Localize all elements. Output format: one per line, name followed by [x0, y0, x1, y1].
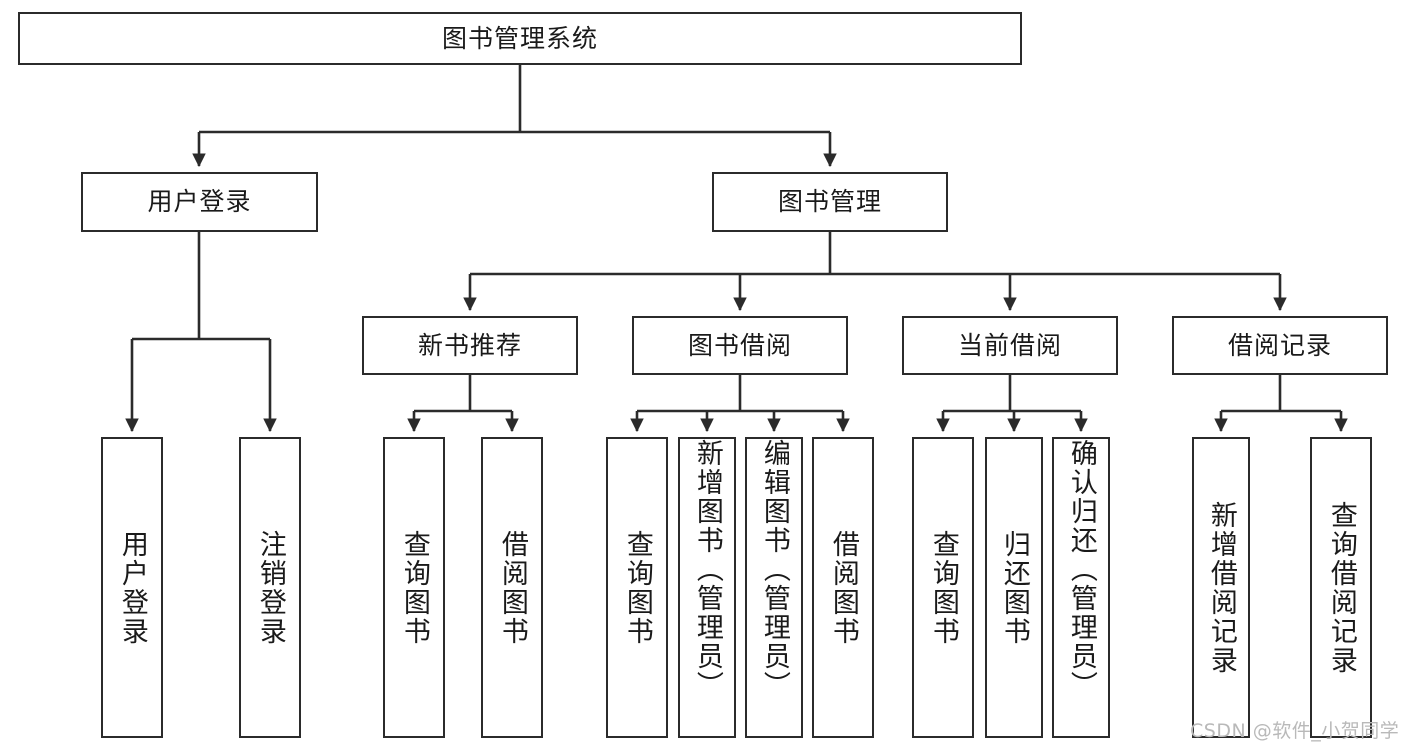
leaf-confirm-return-admin[interactable]: 确认归还（管理员）	[1052, 437, 1110, 738]
node-label: 借阅图书	[827, 529, 859, 646]
node-label: 确认归还（管理员）	[1065, 439, 1097, 700]
node-label: 借阅记录	[1227, 330, 1332, 360]
leaf-add-borrow-record[interactable]: 新增借阅记录	[1192, 437, 1250, 738]
node-borrow-record[interactable]: 借阅记录	[1172, 316, 1388, 375]
node-label: 编辑图书（管理员）	[758, 439, 790, 700]
node-label: 用户登录	[147, 187, 252, 217]
node-label: 当前借阅	[957, 330, 1062, 360]
node-current-borrow[interactable]: 当前借阅	[902, 316, 1118, 375]
leaf-edit-book-admin[interactable]: 编辑图书（管理员）	[745, 437, 803, 738]
leaf-borrow-book[interactable]: 借阅图书	[812, 437, 874, 738]
node-label: 查询图书	[927, 529, 959, 646]
node-label: 图书管理系统	[441, 23, 598, 53]
leaf-query-book-newbook[interactable]: 查询图书	[383, 437, 445, 738]
node-label: 借阅图书	[496, 529, 528, 646]
node-label: 图书管理	[777, 187, 882, 217]
node-label: 新增借阅记录	[1205, 500, 1237, 675]
node-label: 查询图书	[621, 529, 653, 646]
leaf-query-book-borrow[interactable]: 查询图书	[606, 437, 668, 738]
leaf-user-login[interactable]: 用户登录	[101, 437, 163, 738]
node-label: 查询借阅记录	[1325, 500, 1357, 675]
leaf-query-book-current[interactable]: 查询图书	[912, 437, 974, 738]
leaf-return-book[interactable]: 归还图书	[985, 437, 1043, 738]
node-label: 归还图书	[998, 529, 1030, 646]
node-book-management[interactable]: 图书管理	[712, 172, 948, 232]
leaf-query-borrow-record[interactable]: 查询借阅记录	[1310, 437, 1372, 738]
leaf-add-book-admin[interactable]: 新增图书（管理员）	[678, 437, 736, 738]
node-label: 用户登录	[116, 529, 148, 646]
node-root-system[interactable]: 图书管理系统	[18, 12, 1022, 65]
node-book-borrow[interactable]: 图书借阅	[632, 316, 848, 375]
node-label: 查询图书	[398, 529, 430, 646]
node-label: 图书借阅	[687, 330, 792, 360]
watermark-text: CSDN @软件_小贺同学	[1190, 720, 1400, 742]
node-label: 注销登录	[254, 529, 286, 646]
node-label: 新增图书（管理员）	[691, 439, 723, 700]
leaf-borrow-book-newbook[interactable]: 借阅图书	[481, 437, 543, 738]
node-new-book-recommend[interactable]: 新书推荐	[362, 316, 578, 375]
leaf-logout[interactable]: 注销登录	[239, 437, 301, 738]
node-label: 新书推荐	[417, 330, 522, 360]
csdn-watermark: CSDN @软件_小贺同学	[1190, 716, 1399, 743]
node-user-login[interactable]: 用户登录	[81, 172, 318, 232]
